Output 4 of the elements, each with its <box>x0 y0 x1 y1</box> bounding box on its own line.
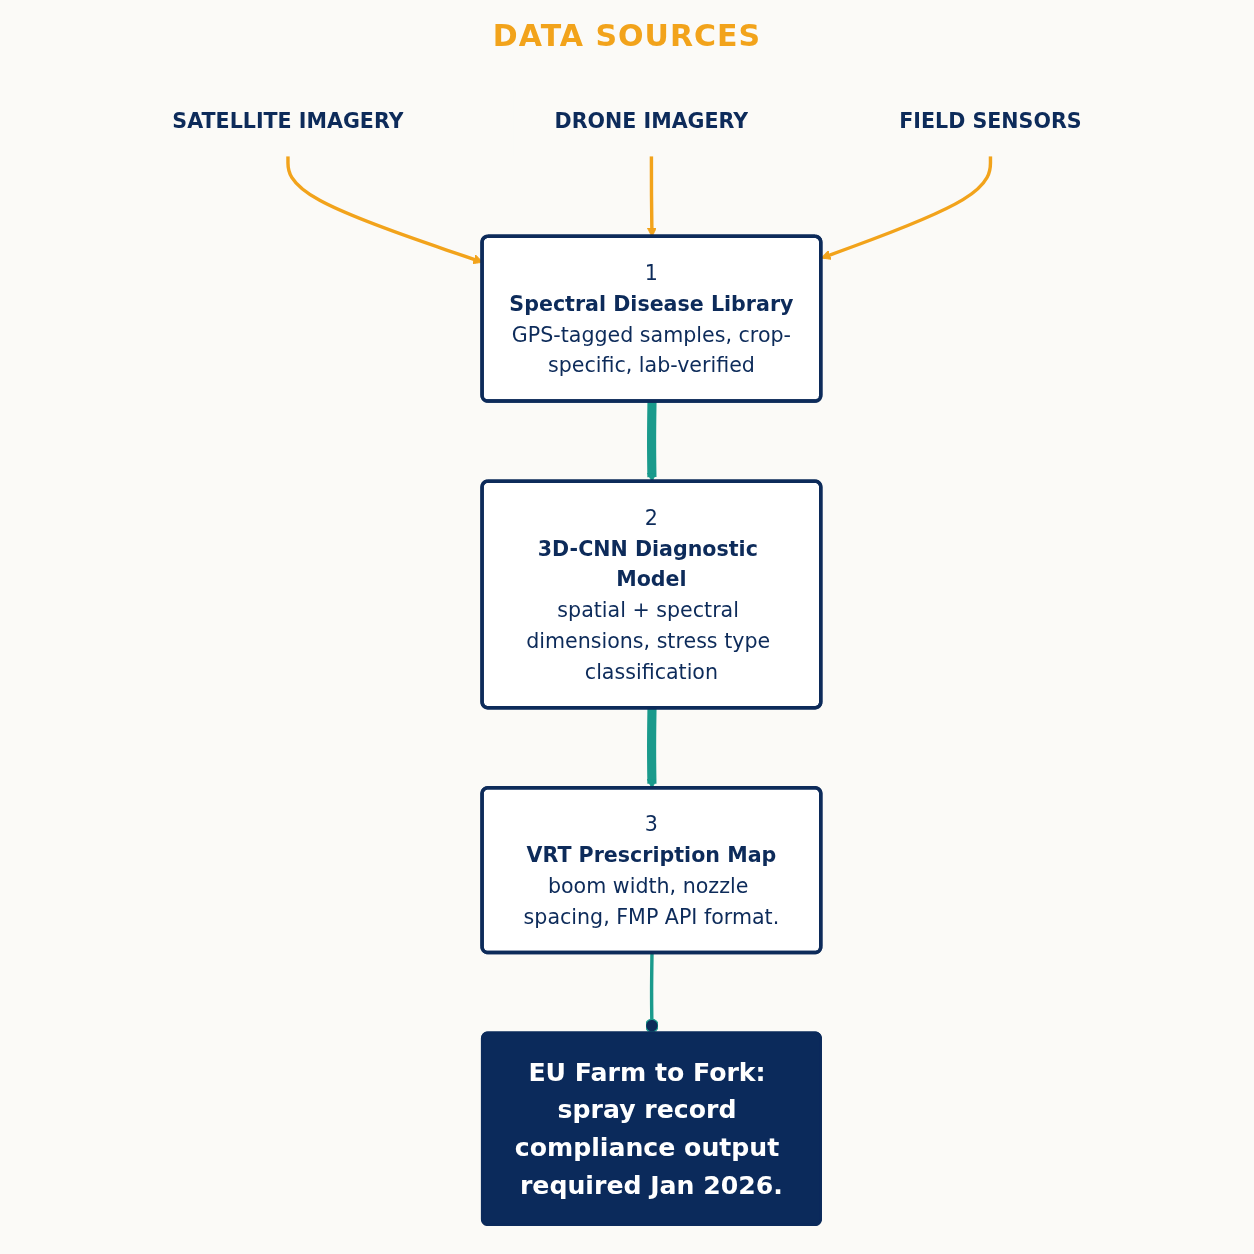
node-text: SATELLITE IMAGERY <box>172 108 404 133</box>
node-text: FIELD SENSORS <box>899 108 1082 133</box>
node-text: DRONE IMAGERY <box>554 108 749 133</box>
diagram-title: DATA SOURCES <box>492 18 762 53</box>
